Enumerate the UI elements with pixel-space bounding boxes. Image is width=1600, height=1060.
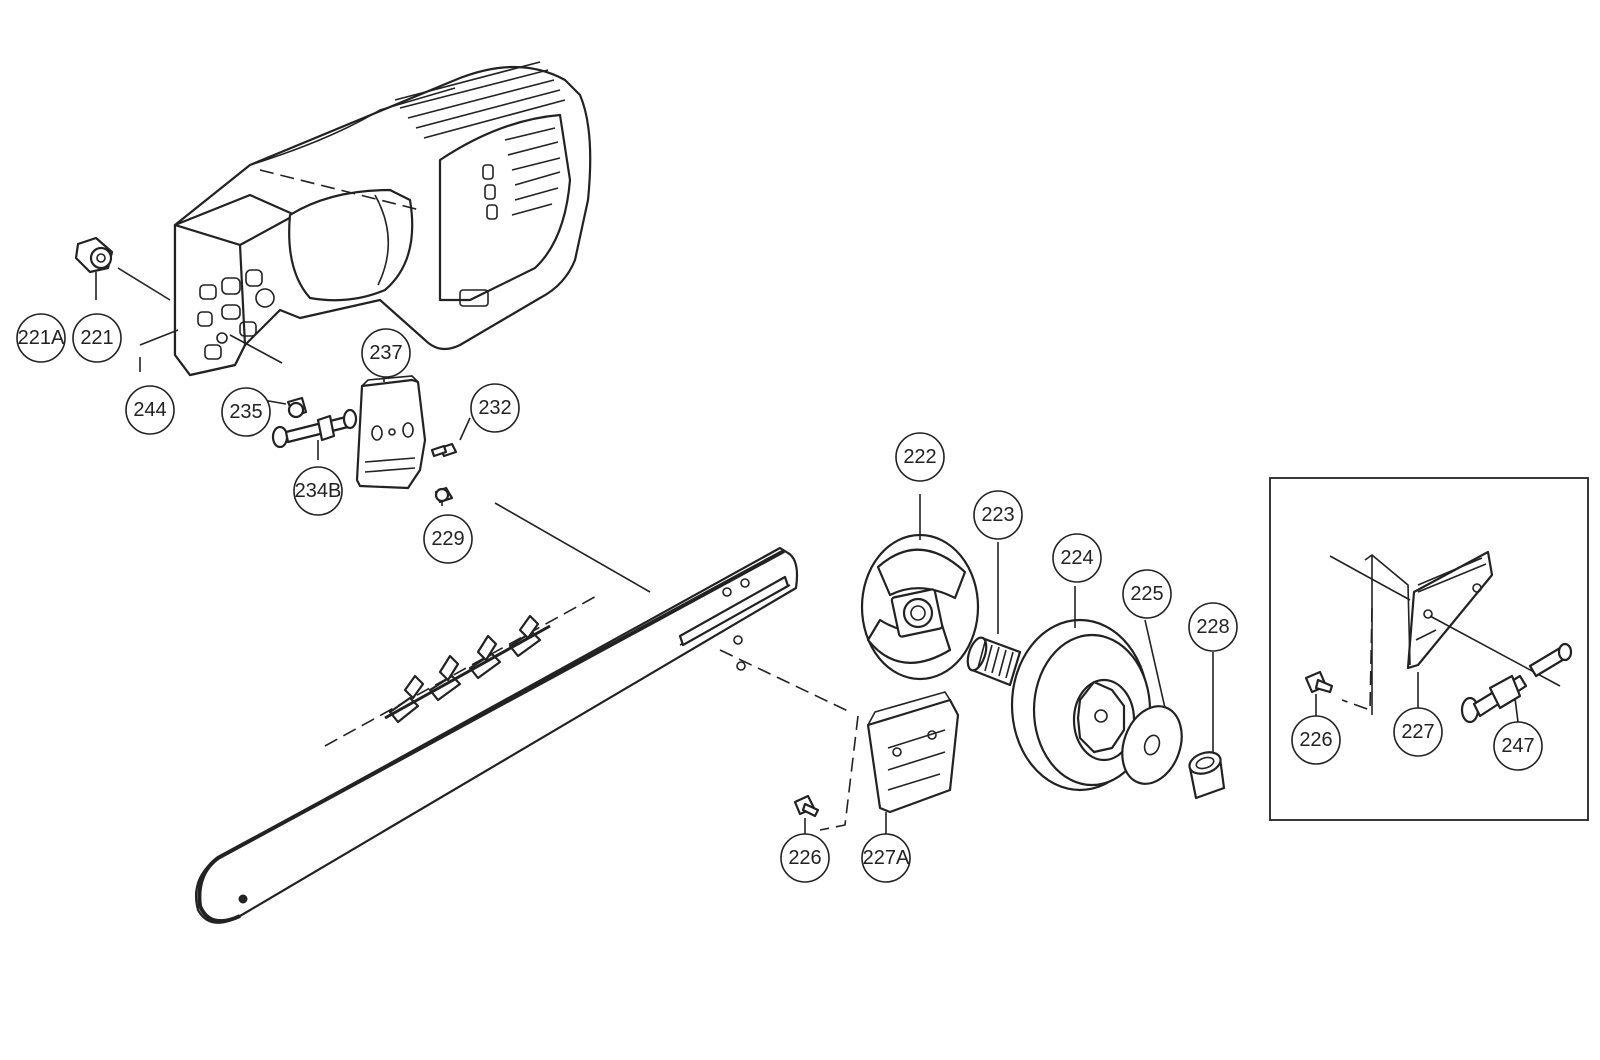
callout-228-label: 228 — [1196, 616, 1229, 638]
callout-226: 226 — [780, 833, 830, 883]
screw-229-drawing — [434, 486, 454, 504]
callout-244: 244 — [125, 385, 175, 435]
inset-frame — [1269, 477, 1589, 821]
callout-222-label: 222 — [903, 446, 936, 468]
callout-224: 224 — [1052, 533, 1102, 583]
callout-227-label: 227 — [1401, 721, 1434, 743]
inset-adjuster-247-drawing — [1460, 642, 1573, 724]
callout-226-label: 226 — [788, 847, 821, 869]
side-plate-227A-drawing — [866, 691, 960, 814]
clutch-222-drawing — [860, 533, 980, 681]
callout-234B-label: 234B — [295, 480, 342, 502]
nut-221-drawing — [74, 236, 114, 274]
inset-screw-226-drawing — [1304, 670, 1334, 694]
callout-227A-label: 227A — [863, 847, 910, 869]
callout-226-inset: 226 — [1291, 715, 1341, 765]
callout-225: 225 — [1122, 569, 1172, 619]
callout-232: 232 — [470, 383, 520, 433]
callout-235-label: 235 — [229, 401, 262, 423]
callout-224-label: 224 — [1060, 547, 1093, 569]
callout-247-label: 247 — [1501, 735, 1534, 757]
callout-227A: 227A — [861, 833, 911, 883]
screw-226-drawing — [793, 794, 820, 818]
callout-232-label: 232 — [478, 397, 511, 419]
guide-bar-drawing — [194, 546, 799, 924]
callout-223: 223 — [973, 490, 1023, 540]
sprocket-drum-224-drawing — [1010, 618, 1152, 792]
callout-244-label: 244 — [133, 399, 166, 421]
engine-cover-drawing — [173, 61, 592, 377]
bushing-228-drawing — [1188, 751, 1226, 800]
callout-221A-label: 221A — [18, 327, 65, 349]
screw-232-drawing — [430, 442, 458, 458]
inset-plate-227-drawing — [1364, 550, 1494, 715]
callout-226-inset-label: 226 — [1299, 729, 1332, 751]
callout-234B: 234B — [293, 466, 343, 516]
callout-223-label: 223 — [981, 504, 1014, 526]
needle-bearing-223-drawing — [966, 636, 1022, 687]
callout-227: 227 — [1393, 707, 1443, 757]
callout-237-label: 237 — [369, 342, 402, 364]
callout-222: 222 — [895, 432, 945, 482]
callout-235: 235 — [221, 387, 271, 437]
screw-235-drawing — [286, 396, 308, 419]
adjuster-234B-drawing — [271, 408, 358, 449]
guide-plate-237-drawing — [355, 375, 427, 490]
callout-229: 229 — [423, 514, 473, 564]
callout-225-label: 225 — [1130, 583, 1163, 605]
callout-228: 228 — [1188, 602, 1238, 652]
callout-237: 237 — [361, 328, 411, 378]
callout-221: 221 — [72, 313, 122, 363]
callout-247: 247 — [1493, 721, 1543, 771]
callout-229-label: 229 — [431, 528, 464, 550]
callout-221A: 221A — [16, 313, 66, 363]
callout-221-label: 221 — [80, 327, 113, 349]
